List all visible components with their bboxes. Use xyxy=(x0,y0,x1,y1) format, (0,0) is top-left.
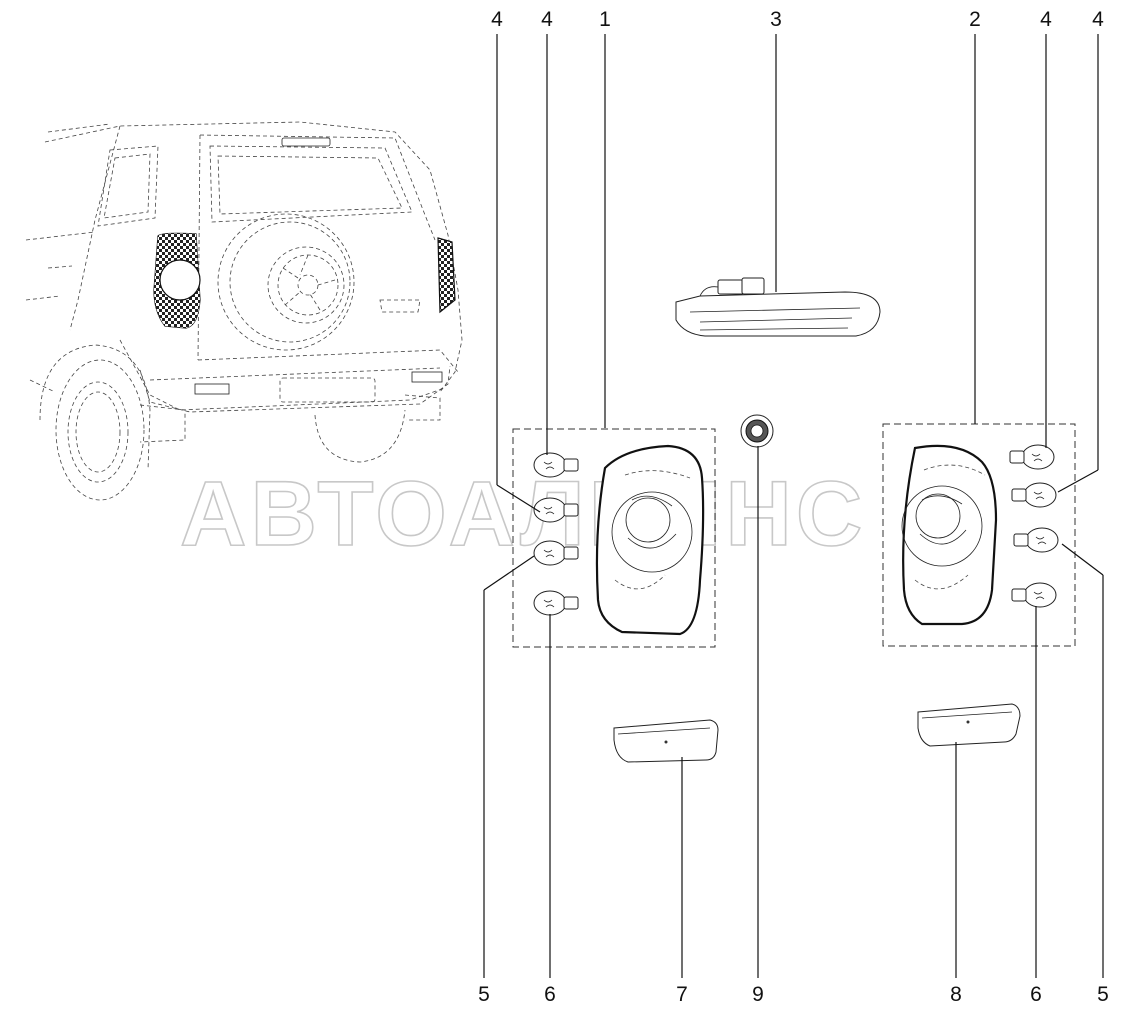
callout-6: 6 xyxy=(544,983,556,1006)
left-tail-lamp xyxy=(595,444,705,636)
spare-wheel xyxy=(217,213,355,351)
callout-4: 4 xyxy=(1092,8,1104,31)
right-reflector xyxy=(917,703,1021,747)
callout-5: 5 xyxy=(478,983,490,1006)
right-bulb-1 xyxy=(1009,444,1055,470)
callout-4: 4 xyxy=(1040,8,1052,31)
callout-6: 6 xyxy=(1030,983,1042,1006)
leader-lines xyxy=(483,34,1104,978)
callout-labels-top: 4 4 1 3 2 4 4 xyxy=(491,8,1104,31)
left-lamp-assembly xyxy=(512,428,716,648)
callout-9: 9 xyxy=(752,983,764,1006)
left-bulb-3 xyxy=(533,540,579,566)
left-reflector xyxy=(613,719,719,763)
callout-5: 5 xyxy=(1097,983,1109,1006)
left-bulb-4 xyxy=(533,590,579,616)
right-bulb-3 xyxy=(1013,527,1059,553)
grommet xyxy=(740,414,774,448)
callout-1: 1 xyxy=(599,8,611,31)
callout-4: 4 xyxy=(491,8,503,31)
right-lamp-assembly xyxy=(882,423,1076,647)
right-bulb-2 xyxy=(1011,482,1057,508)
watermark: АВТОАЛЬЯНС xyxy=(180,463,866,565)
high-mount-stop-lamp xyxy=(675,277,881,337)
callout-8: 8 xyxy=(950,983,962,1006)
vehicle-right-tail-lamp xyxy=(437,237,456,314)
rear-wheel xyxy=(39,344,186,501)
callout-labels-bottom: 5 6 7 9 8 6 5 xyxy=(478,983,1109,1006)
left-assembly-box xyxy=(512,428,716,648)
callout-4: 4 xyxy=(541,8,553,31)
left-bulb-2 xyxy=(533,497,579,523)
callout-7: 7 xyxy=(676,983,688,1006)
callout-2: 2 xyxy=(969,8,981,31)
vehicle-illustration xyxy=(25,121,463,501)
left-bulb-1 xyxy=(533,452,579,478)
right-assembly-box xyxy=(882,423,1076,647)
right-bulb-4 xyxy=(1011,582,1057,608)
callout-3: 3 xyxy=(770,8,782,31)
far-wheel xyxy=(314,394,441,463)
